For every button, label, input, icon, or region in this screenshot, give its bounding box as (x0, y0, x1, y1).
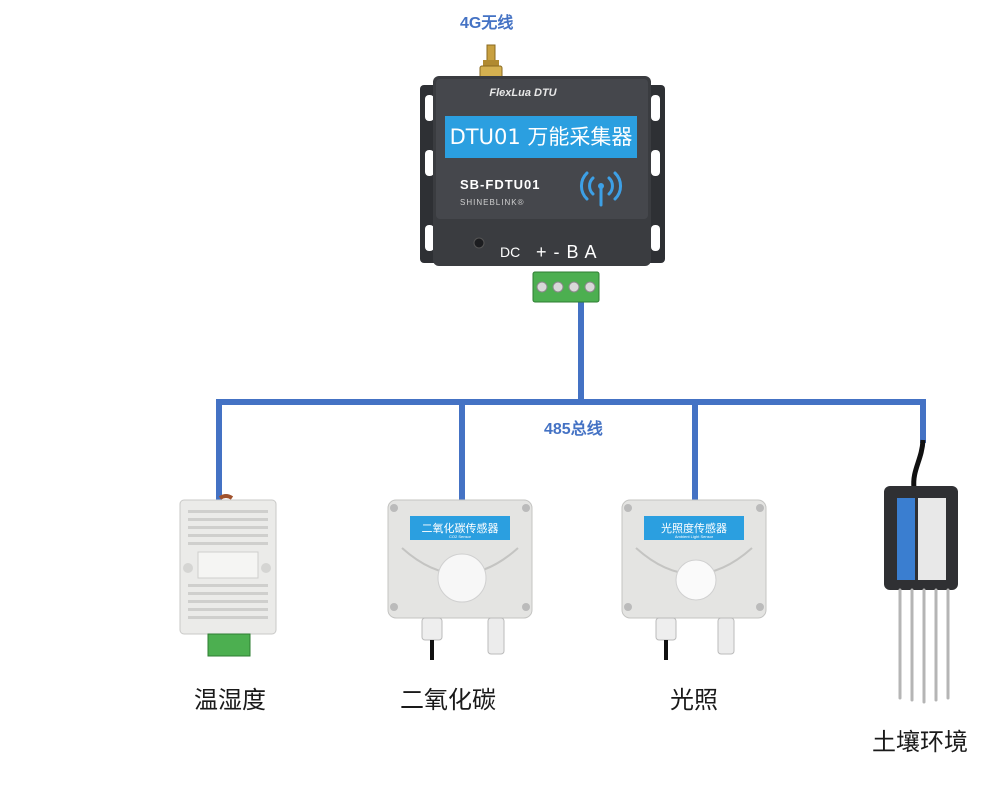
temp-humidity-sensor (179, 494, 277, 657)
signal-icon (580, 171, 622, 207)
soil-sensor (884, 439, 958, 704)
dtu-title: DTU01 万能采集器 (450, 125, 633, 149)
dtu-led-indicator (473, 237, 485, 249)
bus-label: 485总线 (544, 421, 603, 438)
co2-sensor-dome (437, 553, 487, 603)
dtu-terminal-block (532, 271, 600, 303)
bus-wiring (216, 297, 926, 503)
caption-soil: 土壤环境 (872, 728, 968, 756)
temp-humidity-terminal (207, 633, 251, 657)
light-panel-en: Ambient Light Sensor (675, 534, 714, 539)
light-label-panel (644, 516, 744, 540)
soil-cable (911, 439, 926, 489)
dtu-device (420, 44, 665, 303)
wireless-label: 4G无线 (460, 15, 514, 32)
light-sensor (621, 499, 767, 660)
co2-sensor (387, 499, 533, 660)
dtu-model: SB-FDTU01 (460, 177, 541, 192)
light-panel-cn: 光照度传感器 (661, 521, 727, 535)
dtu-maker: SHINEBLINK® (460, 198, 524, 207)
dtu-port-dc-label: DC (500, 244, 520, 260)
soil-probes (898, 588, 950, 704)
light-sensor-dome (675, 559, 717, 601)
dtu-brand-line: FlexLua DTU (489, 87, 557, 99)
caption-co2: 二氧化碳 (400, 686, 496, 714)
antenna-icon (479, 44, 503, 79)
dtu-title-panel (445, 116, 637, 158)
co2-panel-cn: 二氧化碳传感器 (422, 521, 499, 535)
caption-temp-humidity: 温湿度 (194, 686, 266, 714)
dtu-port-pins-label: + - B A (536, 242, 598, 262)
co2-panel-en: CO2 Sensor (449, 534, 472, 539)
co2-label-panel (410, 516, 510, 540)
caption-light: 光照 (670, 686, 718, 714)
